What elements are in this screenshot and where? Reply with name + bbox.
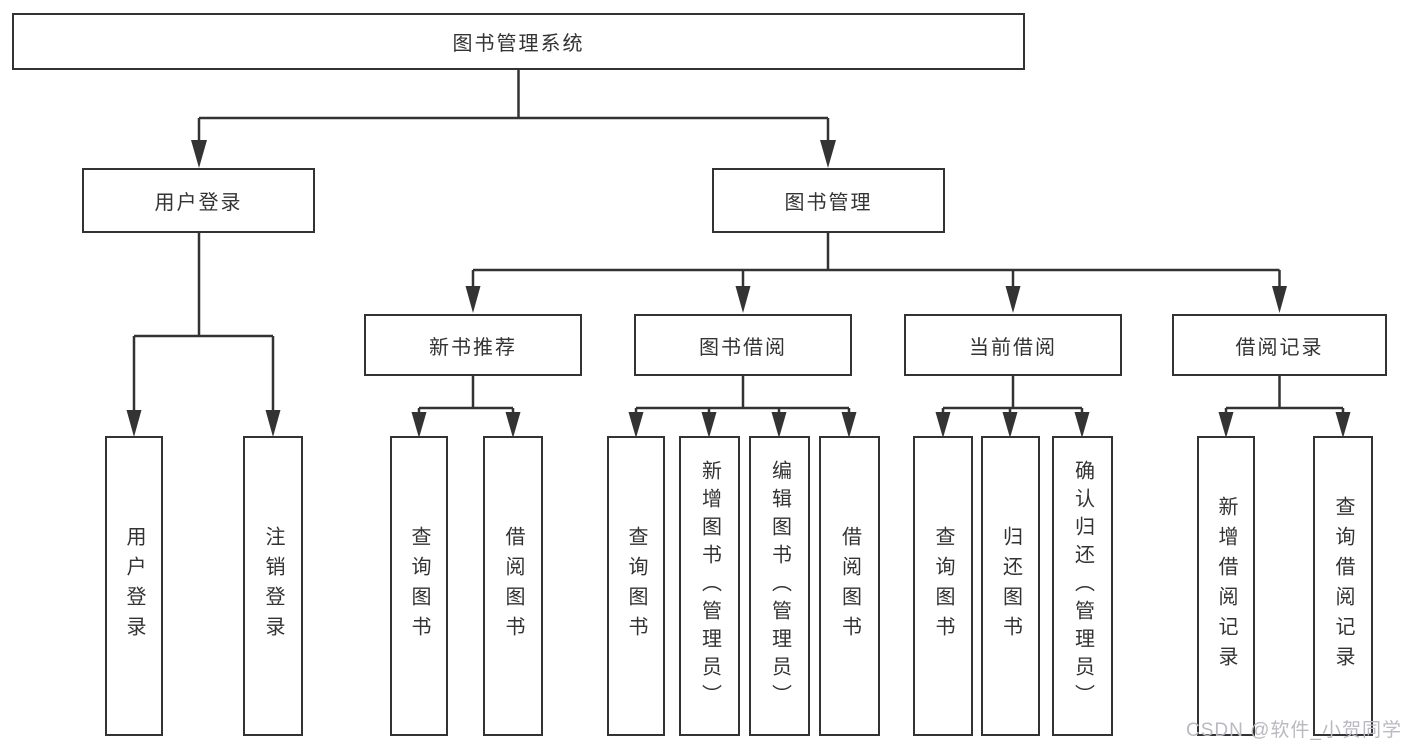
- leaf-query-borrow-record: 查询借阅记录: [1313, 436, 1373, 736]
- node-book-borrowing: 图书借阅: [634, 314, 852, 376]
- leaf-query-borrow-record-label: 查询借阅记录: [1332, 496, 1354, 676]
- leaf-query-books-recommend-label: 查询图书: [408, 526, 430, 646]
- node-library-system-label: 图书管理系统: [452, 33, 585, 55]
- leaf-query-books-borrowing: 查询图书: [607, 436, 665, 736]
- leaf-confirm-return-admin-label: 确认归还（管理员）: [1071, 460, 1094, 712]
- leaf-borrow-books-recommend: 借阅图书: [483, 436, 543, 736]
- node-book-management-label: 图书管理: [784, 192, 873, 214]
- leaf-edit-books-admin: 编辑图书（管理员）: [749, 436, 810, 736]
- leaf-borrow-books-label: 借阅图书: [838, 526, 861, 646]
- leaf-logout-label: 注销登录: [262, 526, 284, 646]
- leaf-return-books: 归还图书: [981, 436, 1040, 736]
- leaf-query-books-borrowing-label: 查询图书: [625, 526, 647, 646]
- leaf-query-books-recommend: 查询图书: [390, 436, 448, 736]
- leaf-return-books-label: 归还图书: [999, 526, 1022, 646]
- leaf-add-books-admin: 新增图书（管理员）: [679, 436, 740, 736]
- node-borrow-records: 借阅记录: [1172, 314, 1387, 376]
- leaf-user-login: 用户登录: [105, 436, 163, 736]
- leaf-edit-books-admin-label: 编辑图书（管理员）: [768, 460, 791, 712]
- leaf-user-login-label: 用户登录: [123, 526, 145, 646]
- node-current-borrowing-label: 当前借阅: [969, 336, 1057, 359]
- node-book-management: 图书管理: [712, 168, 945, 233]
- node-book-borrowing-label: 图书借阅: [699, 336, 787, 359]
- leaf-add-borrow-record: 新增借阅记录: [1197, 436, 1255, 736]
- leaf-logout: 注销登录: [243, 436, 303, 736]
- leaf-add-borrow-record-label: 新增借阅记录: [1215, 496, 1237, 676]
- leaf-borrow-books: 借阅图书: [819, 436, 880, 736]
- leaf-query-books-current-label: 查询图书: [932, 526, 954, 646]
- watermark-text: CSDN @软件_小贺同学: [1186, 720, 1402, 741]
- leaf-query-books-current: 查询图书: [913, 436, 973, 736]
- node-new-book-recommend-label: 新书推荐: [429, 336, 517, 359]
- leaf-confirm-return-admin: 确认归还（管理员）: [1052, 436, 1113, 736]
- leaf-borrow-books-recommend-label: 借阅图书: [502, 526, 524, 646]
- leaf-add-books-admin-label: 新增图书（管理员）: [698, 460, 721, 712]
- node-new-book-recommend: 新书推荐: [364, 314, 582, 376]
- node-borrow-records-label: 借阅记录: [1235, 336, 1324, 359]
- node-library-system: 图书管理系统: [12, 13, 1025, 70]
- node-current-borrowing: 当前借阅: [904, 314, 1122, 376]
- node-user-login: 用户登录: [82, 168, 315, 233]
- node-user-login-label: 用户登录: [154, 192, 243, 214]
